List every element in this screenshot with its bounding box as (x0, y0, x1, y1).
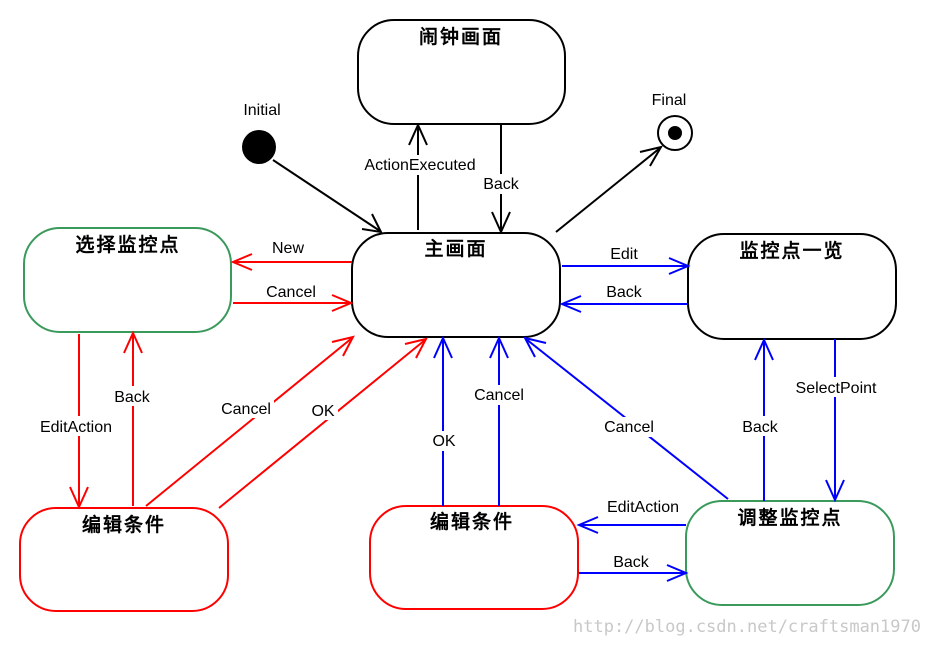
initial-pseudostate: Initial (242, 102, 281, 164)
label-back-to-select: Back (114, 389, 151, 406)
state-edit-cond-left: 编辑条件 (19, 507, 229, 612)
label-cancel-select: Cancel (266, 284, 316, 301)
final-label: Final (652, 92, 687, 109)
label-cancel-adjust: Cancel (604, 419, 654, 436)
transition-alarm-back: Back (482, 125, 520, 235)
state-point-list-title: 监控点一览 (739, 239, 844, 262)
transition-cancel-select: Cancel (233, 284, 354, 312)
state-alarm-screen-title: 闹钟画面 (419, 25, 503, 48)
label-edit: Edit (610, 246, 638, 263)
transition-cancel-left: Cancel (145, 335, 355, 507)
transition-back-to-list: Back (740, 337, 780, 501)
label-back-from-list: Back (606, 284, 643, 301)
transition-cancel-mid: Cancel (472, 335, 528, 506)
state-edit-cond-mid-title: 编辑条件 (430, 510, 514, 533)
transition-main-to-final (555, 145, 664, 233)
transition-edit-action-right: EditAction (576, 499, 686, 534)
state-select-point: 选择监控点 (23, 227, 232, 333)
transition-back-to-select: Back (112, 330, 152, 506)
label-cancel-left: Cancel (221, 401, 271, 418)
watermark-text: http://blog.csdn.net/craftsman1970 (573, 617, 921, 637)
label-cancel-mid: Cancel (474, 387, 524, 404)
final-pseudostate: Final (652, 92, 693, 151)
transition-edit-action-left: EditAction (36, 334, 116, 510)
label-alarm-back: Back (483, 176, 520, 193)
state-alarm-screen: 闹钟画面 (357, 19, 566, 125)
state-adjust-point-title: 调整监控点 (737, 506, 842, 529)
state-main-screen-title: 主画面 (424, 238, 487, 260)
label-edit-action-left: EditAction (40, 419, 112, 436)
state-select-point-title: 选择监控点 (75, 233, 180, 256)
state-main-screen: 主画面 (351, 232, 561, 338)
transition-action-executed: ActionExecuted (360, 122, 480, 230)
transition-initial-to-main (272, 159, 383, 234)
initial-label: Initial (243, 102, 280, 119)
transition-ok-left: OK (218, 337, 428, 509)
label-action-executed: ActionExecuted (364, 157, 475, 174)
transition-select-point: SelectPoint (790, 339, 882, 503)
label-ok-left: OK (311, 403, 334, 420)
transition-ok-mid: OK (430, 335, 458, 506)
transition-back-from-edit: Back (579, 554, 689, 582)
label-ok-mid: OK (432, 433, 455, 450)
label-back-from-edit: Back (613, 554, 650, 571)
label-new: New (272, 240, 304, 257)
transition-new: New (230, 240, 352, 271)
transition-back-from-list: Back (559, 284, 688, 313)
state-point-list: 监控点一览 (687, 233, 897, 340)
label-edit-action-right: EditAction (607, 499, 679, 516)
transition-edit: Edit (562, 246, 691, 275)
label-select-point: SelectPoint (796, 380, 877, 397)
state-edit-cond-mid: 编辑条件 (369, 505, 579, 610)
label-back-to-list: Back (742, 419, 779, 436)
state-edit-cond-left-title: 编辑条件 (82, 513, 166, 536)
state-adjust-point: 调整监控点 (685, 500, 895, 606)
transition-cancel-adjust: Cancel (523, 336, 729, 500)
